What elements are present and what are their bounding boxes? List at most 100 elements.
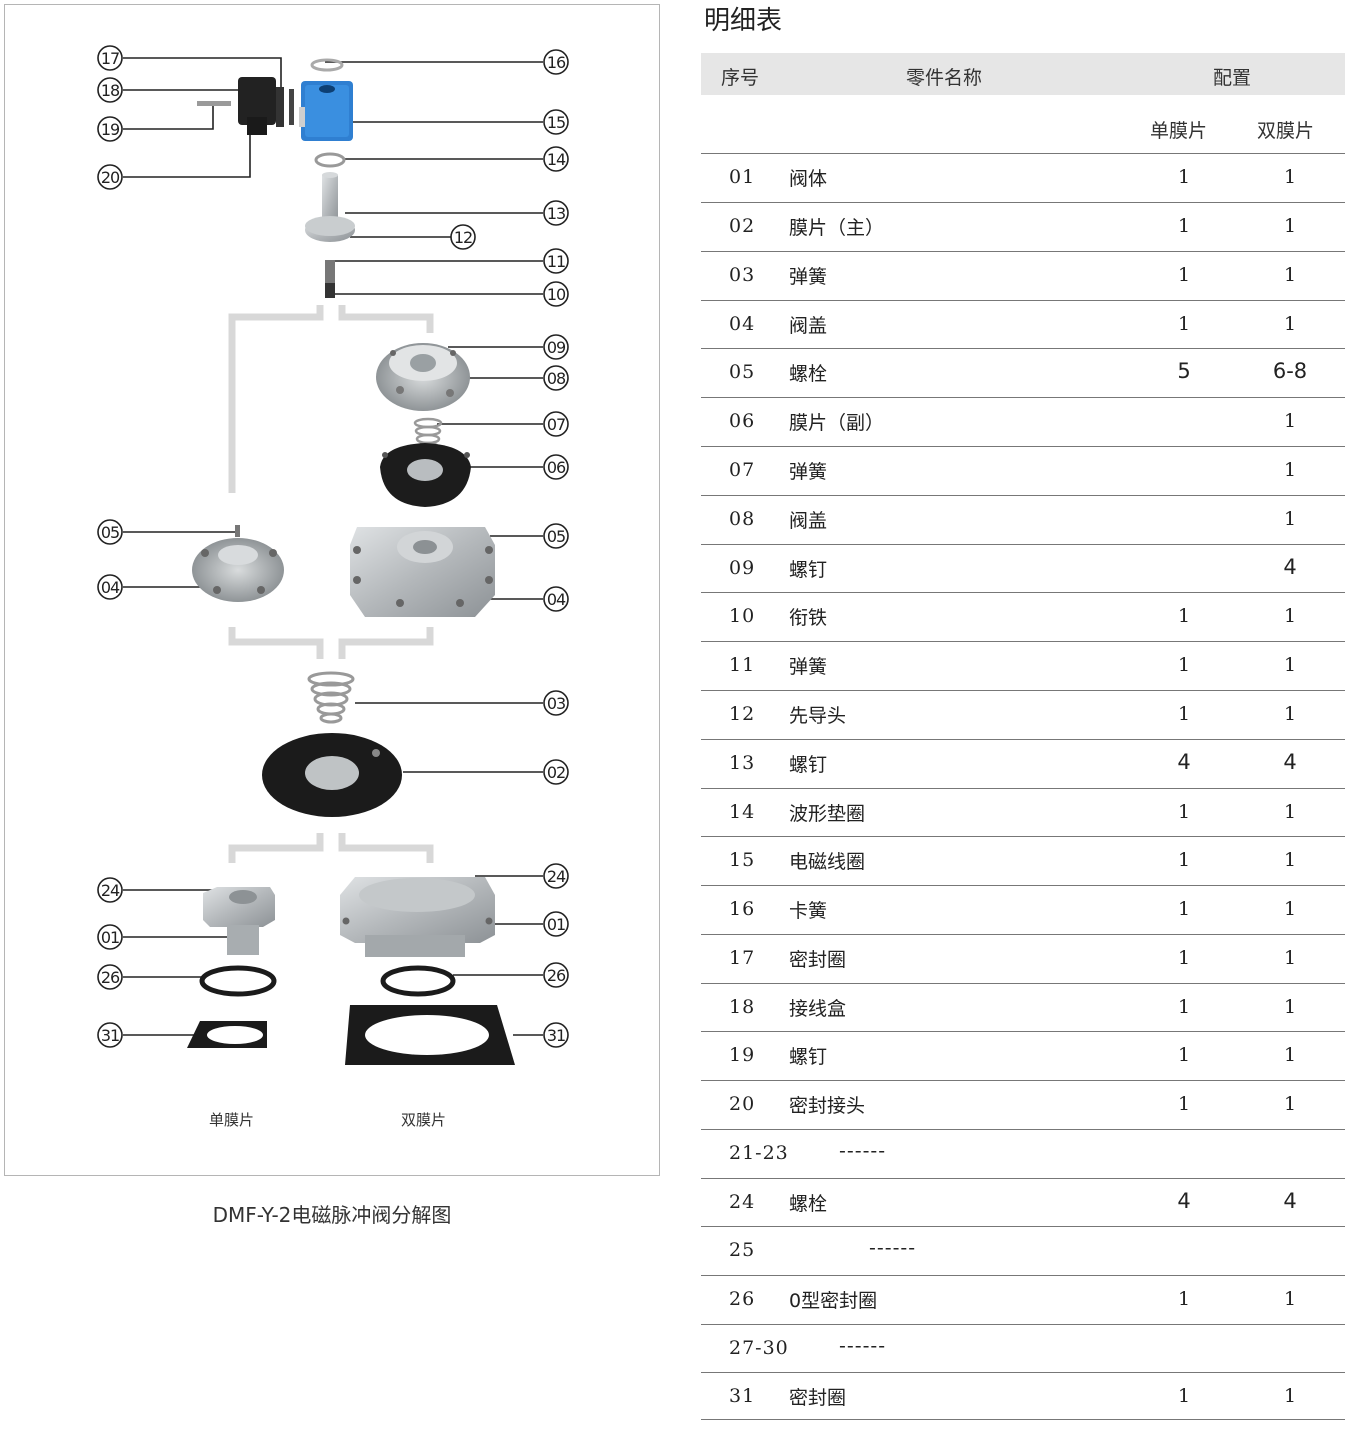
cell-single-qty: 1 — [1177, 1093, 1191, 1115]
callout-number: 16 — [547, 53, 566, 72]
callout-circle — [543, 586, 569, 612]
callout-number: 31 — [547, 1026, 565, 1045]
callout-circle — [543, 690, 569, 716]
callout-number: 01 — [101, 928, 119, 947]
callout-circle — [543, 146, 569, 172]
part-upper-cover — [376, 343, 470, 411]
bracket-lines — [228, 305, 434, 863]
callout-number: 01 — [547, 915, 565, 934]
cell-number: 07 — [729, 459, 756, 481]
cell-part-name: 弹簧 — [789, 461, 828, 483]
part-screw-19 — [197, 101, 231, 106]
diagram-caption: DMF-Y-2电磁脉冲阀分解图 — [212, 1203, 452, 1227]
cell-single-qty: 1 — [1177, 898, 1191, 920]
callout-circle — [97, 1022, 123, 1048]
part-single-body — [203, 887, 275, 955]
cell-part-name: 密封圈 — [789, 1387, 847, 1409]
callout-number: 31 — [101, 1026, 119, 1045]
cell-double-qty: 1 — [1283, 703, 1297, 725]
label-single-diaphragm: 单膜片 — [209, 1111, 255, 1129]
callout-circle — [97, 877, 123, 903]
cell-double-qty: 1 — [1283, 947, 1297, 969]
cell-part-name: 波形垫圈 — [789, 803, 866, 825]
callout-group: 1718192005042401263116151413121110090807… — [97, 45, 569, 1048]
callout-number: 18 — [101, 81, 120, 100]
callout-number: 09 — [547, 338, 566, 357]
cell-number: 13 — [729, 752, 756, 774]
cell-single-qty: 1 — [1177, 1044, 1191, 1066]
cell-number: 10 — [729, 605, 756, 627]
cell-part-name: 螺钉 — [789, 559, 828, 581]
leader-lines — [123, 57, 543, 1036]
callout-number: 07 — [547, 415, 565, 434]
cell-number: 04 — [729, 313, 756, 335]
cell-double-qty: 1 — [1283, 898, 1297, 920]
callout-circle — [97, 164, 123, 190]
part-oring-double — [380, 965, 456, 997]
cell-part-name: 螺钉 — [789, 754, 828, 776]
subheader-single: 单膜片 — [1150, 120, 1208, 142]
callout-circle — [97, 574, 123, 600]
cell-single-qty: 1 — [1177, 849, 1191, 871]
cell-double-qty: 1 — [1283, 849, 1297, 871]
part-oring-single — [199, 965, 277, 997]
callout-circle — [543, 1022, 569, 1048]
diagram-drawing: 1718192005042401263116151413121110090807… — [97, 45, 569, 1065]
cell-number: 11 — [729, 654, 756, 676]
cell-number: 20 — [729, 1093, 756, 1115]
callout-circle — [543, 200, 569, 226]
callout-number: 04 — [101, 578, 120, 597]
callout-circle — [543, 911, 569, 937]
callout-number: 13 — [547, 204, 565, 223]
cell-part-name: 螺栓 — [789, 363, 828, 385]
cell-number: 09 — [729, 557, 756, 579]
callout-circle — [543, 109, 569, 135]
cell-number: 21-23 — [729, 1142, 789, 1164]
cell-part-name: 卡簧 — [789, 900, 828, 922]
callout-circle — [543, 365, 569, 391]
callout-number: 20 — [101, 168, 120, 187]
cell-number: 26 — [729, 1288, 756, 1310]
header-config: 配置 — [1213, 67, 1252, 89]
part-double-cover — [350, 527, 495, 617]
cell-single-qty: 1 — [1177, 703, 1191, 725]
cell-single-qty: 1 — [1177, 996, 1191, 1018]
callout-circle — [97, 924, 123, 950]
cell-single-qty: 1 — [1177, 947, 1191, 969]
callout-number: 14 — [547, 150, 566, 169]
callout-circle — [543, 49, 569, 75]
cell-number: 15 — [729, 849, 756, 871]
cell-single-qty: 1 — [1177, 1288, 1191, 1310]
callout-number: 02 — [547, 763, 565, 782]
cell-number: 02 — [729, 215, 756, 237]
callout-circle — [97, 964, 123, 990]
callout-number: 11 — [547, 252, 565, 271]
callout-circle — [450, 224, 476, 250]
cell-single-qty: 1 — [1177, 605, 1191, 627]
cell-part-name: ------ — [869, 1237, 917, 1259]
callout-circle — [97, 77, 123, 103]
table-row: 25------ — [701, 1226, 1345, 1274]
callout-number: 10 — [547, 285, 566, 304]
table-row: 27-30------ — [701, 1324, 1345, 1372]
cell-single-qty: 1 — [1177, 166, 1191, 188]
part-single-cover — [192, 525, 284, 602]
callout-number: 26 — [101, 968, 120, 987]
cell-double-qty: 1 — [1283, 801, 1297, 823]
part-spring-03 — [307, 671, 355, 724]
cell-single-qty: 1 — [1177, 801, 1191, 823]
cell-part-name: 螺栓 — [789, 1193, 828, 1215]
cell-double-qty: 1 — [1283, 264, 1297, 286]
